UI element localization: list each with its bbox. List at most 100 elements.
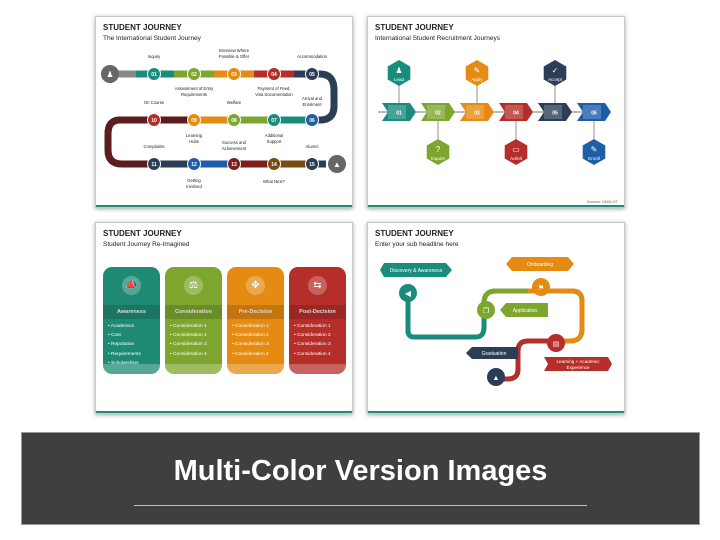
step-node-06 <box>305 113 319 127</box>
svg-text:Support: Support <box>267 139 283 144</box>
hexagon-icon: ▭ <box>512 145 520 154</box>
graduation-banner <box>466 347 518 359</box>
chevron-number: 02 <box>435 111 441 117</box>
banner-title: Multi-Color Version Images <box>173 455 548 487</box>
step-number: 10 <box>151 118 157 124</box>
stage-heading: Post-Decision <box>289 305 346 319</box>
step-number: 01 <box>151 72 157 78</box>
journey-chevron-02 <box>421 103 455 121</box>
label-what-next: What Next? <box>263 179 286 184</box>
label-application: Application <box>513 308 538 314</box>
stage-item: • Academics <box>108 324 135 329</box>
journey-chevron-06 <box>577 103 611 121</box>
step-node-10 <box>147 113 161 127</box>
banner-underline <box>134 505 587 506</box>
journey-road-diagram: Discovery & Awareness ◀ Onboarding ⚑ App… <box>380 257 612 386</box>
svg-text:Possible & Offer: Possible & Offer <box>219 54 250 59</box>
svg-text:▲: ▲ <box>333 160 341 169</box>
svg-text:Achievement: Achievement <box>222 146 247 151</box>
step-node-09 <box>187 113 201 127</box>
stage-icon: 📣 <box>122 276 141 295</box>
label-getting-involved: Getting <box>187 178 201 183</box>
step-node-12 <box>187 157 201 171</box>
stage-item: • Consideration 2 <box>294 333 331 339</box>
label-assessment: Assessment of Entry <box>175 86 214 91</box>
learning-banner <box>544 357 612 371</box>
stage-item: • Consideration 1 <box>232 324 269 329</box>
application-banner <box>500 303 548 317</box>
handshake-icon <box>532 278 550 296</box>
hexagon-apply <box>465 60 489 86</box>
slide-footer-bar <box>96 411 352 413</box>
slide-thumbnail-2[interactable]: STUDENT JOURNEY International Student Re… <box>367 16 625 208</box>
stage-item: • Consideration 3 <box>294 342 331 348</box>
journey-chevron-05 <box>538 103 572 121</box>
stage-card-consideration: ⚖ Consideration • Consideration 1• Consi… <box>165 267 222 374</box>
stage-heading: Consideration <box>165 305 222 319</box>
stage-items: • Academics• Cost• Reputation• Requireme… <box>103 319 160 366</box>
step-node-08 <box>227 113 241 127</box>
step-number: 03 <box>231 72 237 78</box>
slide-subtitle: The International Student Journey <box>103 35 201 42</box>
chevron-number: 05 <box>552 111 558 117</box>
journey-chevron-03 <box>460 103 494 121</box>
slide-thumbnail-1[interactable]: STUDENT JOURNEY The International Studen… <box>95 16 353 208</box>
stage-items: • Consideration 1• Consideration 2• Cons… <box>289 319 346 364</box>
label-accommodation: Accommodation <box>297 54 328 59</box>
slide-title: STUDENT JOURNEY <box>375 229 454 238</box>
step-number: 04 <box>271 72 277 78</box>
label-additional-support: Additional <box>265 133 283 138</box>
step-node-02 <box>187 67 201 81</box>
label-onboarding: Onboarding <box>527 262 553 268</box>
slide-title: STUDENT JOURNEY <box>103 229 182 238</box>
svg-text:▲: ▲ <box>493 375 500 382</box>
label-learning: Learning + Academic <box>556 359 600 364</box>
step-node-07 <box>267 113 281 127</box>
step-number: 12 <box>191 162 197 168</box>
journey-chevron-01 <box>382 103 416 121</box>
stage-item: • Consideration 4 <box>232 351 269 357</box>
stage-item: • Consideration 3 <box>170 342 207 348</box>
slide-footer-bar <box>368 411 624 413</box>
hexagon-lead <box>387 60 411 86</box>
svg-text:Enrolment: Enrolment <box>302 102 322 107</box>
graduation-cap-icon <box>487 368 505 386</box>
slide-subtitle: Student Journey Re-Imagined <box>103 241 190 248</box>
stage-card-post-decision: ⇆ Post-Decision • Consideration 1• Consi… <box>289 267 346 374</box>
chevron-number: 04 <box>513 111 519 117</box>
hexagon-label: Lead <box>394 77 405 82</box>
label-arrival: Arrival and <box>302 96 323 101</box>
hexagon-icon: ? <box>436 145 441 154</box>
step-number: 09 <box>191 118 197 124</box>
step-number: 14 <box>271 162 277 168</box>
stage-card-pre-decision: ✥ Pre-Decision • Consideration 1• Consid… <box>227 267 284 374</box>
slide-footer-bar <box>96 205 352 207</box>
hexagon-icon: ✎ <box>591 145 598 154</box>
svg-text:♟: ♟ <box>106 70 113 79</box>
step-node-15 <box>305 157 319 171</box>
slide-title: STUDENT JOURNEY <box>103 23 182 32</box>
label-learning-hubs: Learning <box>186 133 203 138</box>
slide-thumbnail-3[interactable]: STUDENT JOURNEY Student Journey Re-Imagi… <box>95 222 353 414</box>
stage-item: • Consideration 3 <box>232 342 269 348</box>
svg-text:◀: ◀ <box>405 289 412 298</box>
onboarding-banner <box>506 257 574 271</box>
hexagon-inquire <box>426 139 450 165</box>
label-alumni: Alumni <box>306 144 319 149</box>
stage-items: • Consideration 1• Consideration 2• Cons… <box>165 319 222 364</box>
graduation-cap-icon <box>328 155 346 173</box>
step-node-04 <box>267 67 281 81</box>
svg-text:Requirements: Requirements <box>181 92 207 97</box>
step-number: 06 <box>309 118 315 124</box>
slide-thumbnail-4[interactable]: STUDENT JOURNEY Enter your sub headline … <box>367 222 625 414</box>
label-complaints: Complaints <box>144 144 165 149</box>
journey-chevron-04 <box>499 103 533 121</box>
slide-subtitle: International Student Recruitment Journe… <box>375 35 501 42</box>
discovery-banner <box>380 263 452 277</box>
step-node-11 <box>147 157 161 171</box>
stage-item: • Consideration 4 <box>294 351 331 357</box>
hexagon-label: Inquire <box>431 156 445 161</box>
svg-text:▤: ▤ <box>553 341 560 348</box>
step-number: 11 <box>151 162 157 168</box>
